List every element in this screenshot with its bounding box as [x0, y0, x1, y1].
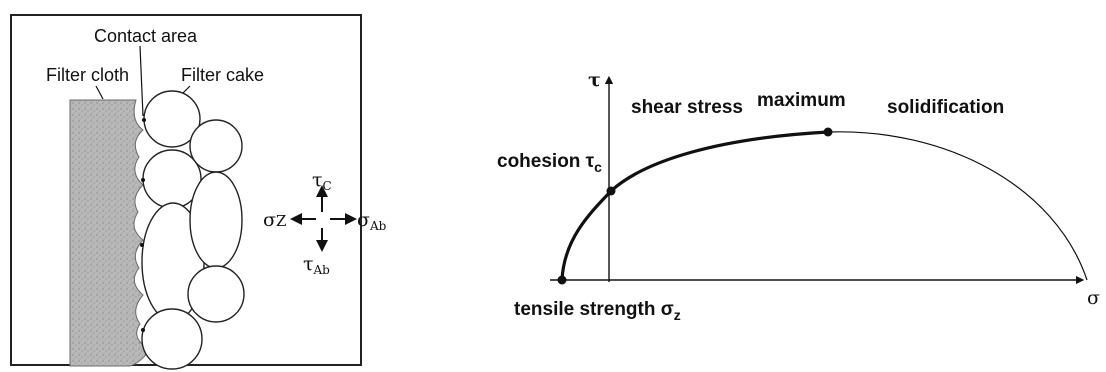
right-panel: τ σ shear stress maximum solidification …	[497, 69, 1100, 323]
tau-ab-symbol: τAb	[303, 253, 330, 277]
left-panel: Contact area Filter cloth Filter cake τC…	[10, 14, 387, 370]
contact-point	[140, 243, 144, 247]
x-axis-symbol: σ	[1087, 287, 1100, 309]
shear-stress-label: shear stress	[631, 97, 743, 118]
maximum-label: maximum	[757, 90, 846, 111]
tensile-strength-point	[557, 275, 567, 285]
particle	[189, 119, 243, 173]
stress-cross	[290, 185, 357, 252]
sigma-ab-symbol: σAb	[357, 209, 387, 233]
maximum-point	[823, 127, 833, 137]
contact-point	[141, 178, 145, 182]
sigma-z-symbol: σZ	[263, 209, 286, 231]
contact-point	[142, 118, 146, 122]
filter-cake-label: Filter cake	[181, 65, 264, 85]
particle	[187, 265, 245, 323]
y-axis-symbol: τ	[588, 69, 601, 91]
cohesion-label: cohesion τc	[497, 151, 602, 175]
particle	[189, 171, 243, 269]
contact-area-pointer	[139, 45, 144, 117]
contact-point	[141, 328, 145, 332]
particle	[141, 308, 203, 370]
tau-c-symbol: τC	[312, 169, 332, 193]
filter-cloth	[69, 99, 151, 367]
contact-points	[140, 118, 146, 332]
tensile-strength-label: tensile strength σz	[514, 299, 681, 323]
filter-cake-pointer	[182, 85, 191, 94]
filter-cloth-pointer	[95, 85, 104, 100]
solidification-curve	[827, 131, 1088, 281]
shear-stress-curve	[560, 130, 829, 281]
cohesion-point	[606, 186, 616, 196]
filter-cloth-label: Filter cloth	[46, 65, 129, 85]
filter-cake	[141, 90, 245, 370]
solidification-label: solidification	[887, 97, 1004, 118]
contact-area-label: Contact area	[94, 26, 198, 46]
